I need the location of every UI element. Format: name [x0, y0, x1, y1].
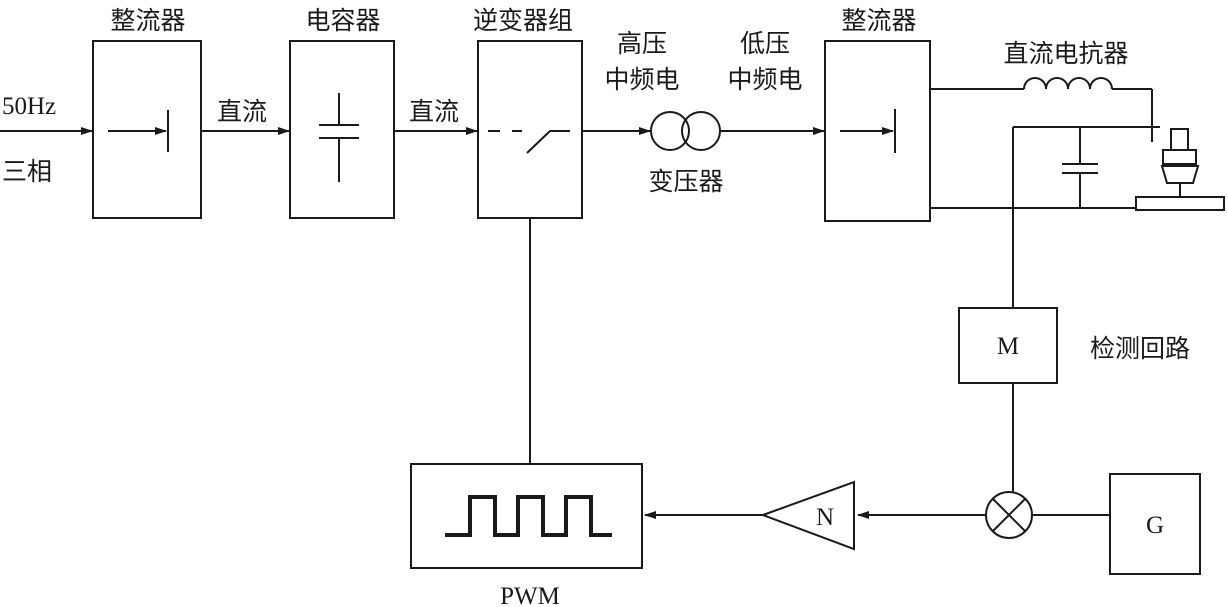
rectifier1-block [92, 40, 202, 219]
reference-block-g [1109, 473, 1201, 575]
welding-torch [1160, 128, 1200, 197]
reactor-label: 直流电抗器 [1003, 39, 1128, 68]
pwm-block [410, 463, 643, 569]
workpiece [1135, 196, 1225, 211]
lv-label-line1: 低压 [740, 29, 790, 58]
reference-block-letter: G [1146, 512, 1164, 539]
amplifier-n [760, 480, 855, 551]
transformer-symbol [650, 111, 721, 151]
capacitor-label: 电容器 [305, 6, 380, 35]
detection-label: 检测回路 [1090, 334, 1190, 363]
dc1-label: 直流 [217, 97, 267, 126]
amplifier-letter: N [816, 504, 834, 531]
rectifier2-block [824, 40, 931, 222]
output-wiring [930, 126, 1166, 308]
rectifier2-label: 整流器 [841, 6, 916, 35]
hv-label-line1: 高压 [617, 29, 667, 58]
detection-block-m [958, 307, 1058, 384]
input-frequency-label: 50Hz [2, 93, 56, 120]
hv-label-line2: 中频电 [604, 65, 679, 94]
detection-block-letter: M [997, 333, 1019, 360]
pwm-waveform [445, 495, 612, 537]
inverter-label: 逆变器组 [473, 6, 573, 35]
summing-junction [985, 491, 1033, 539]
reactor-inductor [930, 77, 1153, 142]
pwm-label: PWM [500, 583, 560, 607]
dc2-label: 直流 [409, 97, 459, 126]
inverter-block [477, 40, 583, 219]
input-phase-label: 三相 [2, 157, 52, 186]
capacitor-block [289, 40, 395, 219]
rectifier1-label: 整流器 [110, 6, 185, 35]
transformer-label: 变压器 [648, 167, 723, 196]
lv-label-line2: 中频电 [727, 65, 802, 94]
